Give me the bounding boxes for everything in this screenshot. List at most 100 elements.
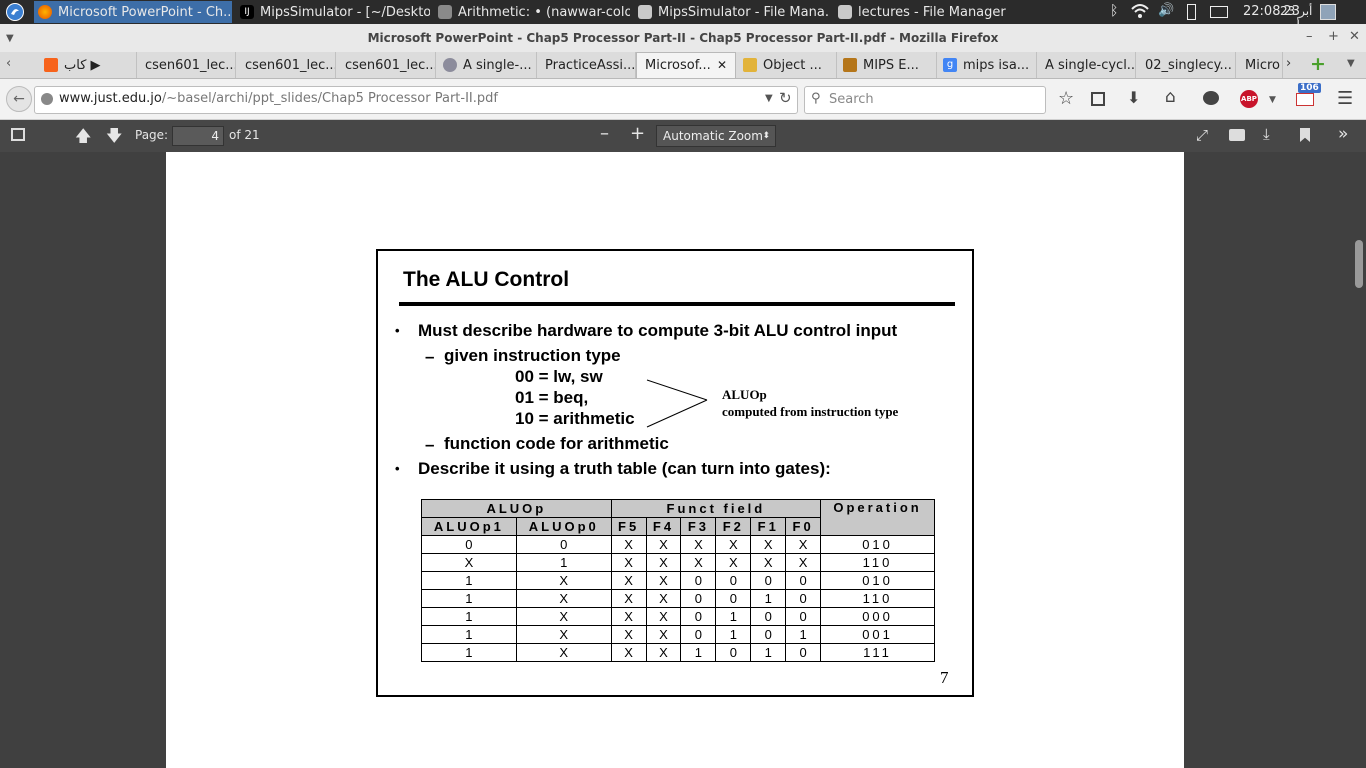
taskbar-app-mipssimulator[interactable]: IJ MipsSimulator - [~/Deskto... — [236, 1, 430, 23]
table-cell: X — [610, 553, 647, 572]
system-taskbar: Microsoft PowerPoint - Ch... IJ MipsSimu… — [0, 0, 1366, 34]
close-tab-icon[interactable]: ✕ — [716, 58, 727, 72]
vertical-scrollbar[interactable] — [1355, 240, 1363, 288]
tab-scroll-left-icon[interactable]: ‹ — [6, 56, 12, 71]
sidebar-toggle-icon[interactable] — [11, 128, 25, 141]
tab-6-active[interactable]: Microsof... ✕ — [636, 52, 736, 78]
url-dropdown-icon[interactable]: ▼ — [765, 93, 773, 104]
minimize-icon[interactable]: – — [1306, 29, 1313, 44]
tab-label: Micro — [1245, 57, 1280, 73]
table-cell: 1 — [680, 643, 717, 662]
zoom-in-icon[interactable]: + — [630, 123, 646, 144]
tab-9[interactable]: g mips isa... — [937, 52, 1037, 78]
adblock-menu-icon[interactable]: ▼ — [1269, 95, 1276, 105]
mail-icon[interactable] — [1210, 6, 1228, 18]
dash-icon: – — [425, 347, 435, 366]
print-icon[interactable] — [1229, 129, 1245, 141]
search-bar[interactable]: ⚲ Search — [804, 86, 1046, 114]
group-header-funct: Funct field — [610, 499, 822, 518]
url-path: /~basel/archi/ppt_slides/Chap5 Processor… — [161, 91, 498, 106]
group-header-aluop: ALUOp — [421, 499, 612, 518]
tab-7[interactable]: Object ... — [737, 52, 837, 78]
tab-3[interactable]: csen601_lec... — [337, 52, 436, 78]
zoom-value: Automatic Zoom — [663, 129, 763, 143]
new-tab-icon[interactable]: + — [1310, 53, 1326, 75]
taskbar-app-arithmetic[interactable]: Arithmetic: • (nawwar-colo... — [434, 1, 630, 23]
tab-8[interactable]: MIPS E... — [837, 52, 937, 78]
taskbar-app-file-manager-mips[interactable]: MipsSimulator - File Mana... — [634, 1, 830, 23]
slide-page-number: 7 — [940, 668, 949, 687]
folder-icon — [638, 5, 652, 19]
table-cell: X — [515, 625, 612, 644]
table-cell: X — [680, 553, 717, 572]
hamburger-menu-icon[interactable]: ☰ — [1337, 88, 1354, 109]
start-menu-icon[interactable] — [6, 3, 24, 21]
back-icon[interactable]: ← — [6, 86, 32, 112]
taskbar-app-firefox[interactable]: Microsoft PowerPoint - Ch... — [34, 1, 232, 23]
maximize-icon[interactable]: + — [1328, 29, 1339, 44]
tab-1[interactable]: csen601_lec... — [137, 52, 236, 78]
reload-icon[interactable]: ↻ — [779, 89, 792, 107]
fullscreen-icon[interactable]: ⤢ — [1196, 126, 1209, 144]
adblock-icon[interactable]: ABP — [1240, 90, 1258, 108]
bluetooth-icon[interactable]: ᛒ — [1110, 3, 1119, 19]
desktop-icon[interactable] — [1320, 4, 1336, 20]
truth-table: ALUOp Funct field Operation ALUOp1 ALUOp… — [421, 499, 935, 662]
intellij-icon: IJ — [240, 5, 254, 19]
table-cell: 1 — [421, 625, 517, 644]
home-icon[interactable]: ⌂ — [1165, 87, 1176, 107]
taskbar-app-label: lectures - File Manager — [858, 4, 1006, 20]
reading-list-icon[interactable] — [1091, 92, 1105, 106]
page-number-input[interactable]: 4 — [172, 126, 224, 146]
aluop-brace-lines — [646, 379, 708, 428]
bookmark-star-icon[interactable]: ☆ — [1058, 88, 1075, 109]
zoom-out-icon[interactable]: – — [600, 123, 609, 144]
tab-scroll-right-icon[interactable]: › — [1286, 56, 1292, 71]
tab-5[interactable]: PracticeAssi... — [537, 52, 636, 78]
code-line-1: 01 = beq, — [515, 388, 589, 407]
volume-icon[interactable]: 🔊 — [1158, 3, 1175, 18]
url-bar[interactable]: www.just.edu.jo/~basel/archi/ppt_slides/… — [34, 86, 798, 114]
taskbar-app-file-manager-lectures[interactable]: lectures - File Manager — [834, 1, 1024, 23]
download-icon[interactable]: ⬇ — [1127, 88, 1141, 107]
next-page-icon[interactable]: 🡇 — [106, 126, 123, 145]
bookmark-icon[interactable] — [1300, 128, 1310, 142]
tab-11[interactable]: 02_singlecy... — [1137, 52, 1236, 78]
search-input[interactable]: Search — [829, 92, 874, 107]
search-icon: ⚲ — [811, 91, 821, 106]
taskbar-date-label: 23 أبر — [1280, 4, 1313, 18]
close-window-icon[interactable]: ✕ — [1349, 29, 1360, 44]
firefox-icon — [38, 5, 52, 19]
table-cell: 0 — [785, 571, 822, 590]
editor-icon — [438, 5, 452, 19]
col-header-aluop0: ALUOp0 — [515, 517, 612, 536]
gmail-icon[interactable] — [1296, 93, 1314, 106]
previous-page-icon[interactable]: 🡅 — [75, 126, 92, 145]
battery-icon[interactable] — [1187, 4, 1196, 20]
tab-2[interactable]: csen601_lec... — [237, 52, 336, 78]
tab-10[interactable]: A single-cycl... — [1037, 52, 1136, 78]
table-cell: 0 — [750, 571, 787, 590]
table-cell: X — [515, 589, 612, 608]
sub-bullet-1: given instruction type — [444, 346, 621, 365]
wifi-icon[interactable] — [1130, 2, 1150, 24]
tools-menu-icon[interactable]: » — [1338, 124, 1349, 144]
save-pdf-icon[interactable]: ⤓ — [1263, 125, 1270, 143]
zoom-select[interactable]: Automatic Zoom ⬍ — [656, 125, 776, 147]
tab-0[interactable]: كاب ▶ — [38, 52, 137, 78]
clock[interactable]: 22:08 — [1243, 4, 1281, 19]
table-cell: 1 — [715, 607, 752, 626]
window-menu-icon[interactable]: ▼ — [6, 33, 14, 44]
tab-12[interactable]: Micro — [1237, 52, 1283, 78]
title-rule — [399, 302, 955, 306]
chat-icon[interactable] — [1203, 91, 1219, 105]
zoom-chevron-icon: ⬍ — [762, 131, 770, 141]
table-cell: 010 — [820, 535, 935, 554]
tab-label: كاب ▶ — [64, 57, 101, 73]
tab-4[interactable]: A single-... — [437, 52, 537, 78]
tab-list-icon[interactable]: ▼ — [1347, 58, 1355, 69]
site-info-icon[interactable] — [41, 93, 53, 105]
tab-label: Object ... — [763, 57, 822, 73]
